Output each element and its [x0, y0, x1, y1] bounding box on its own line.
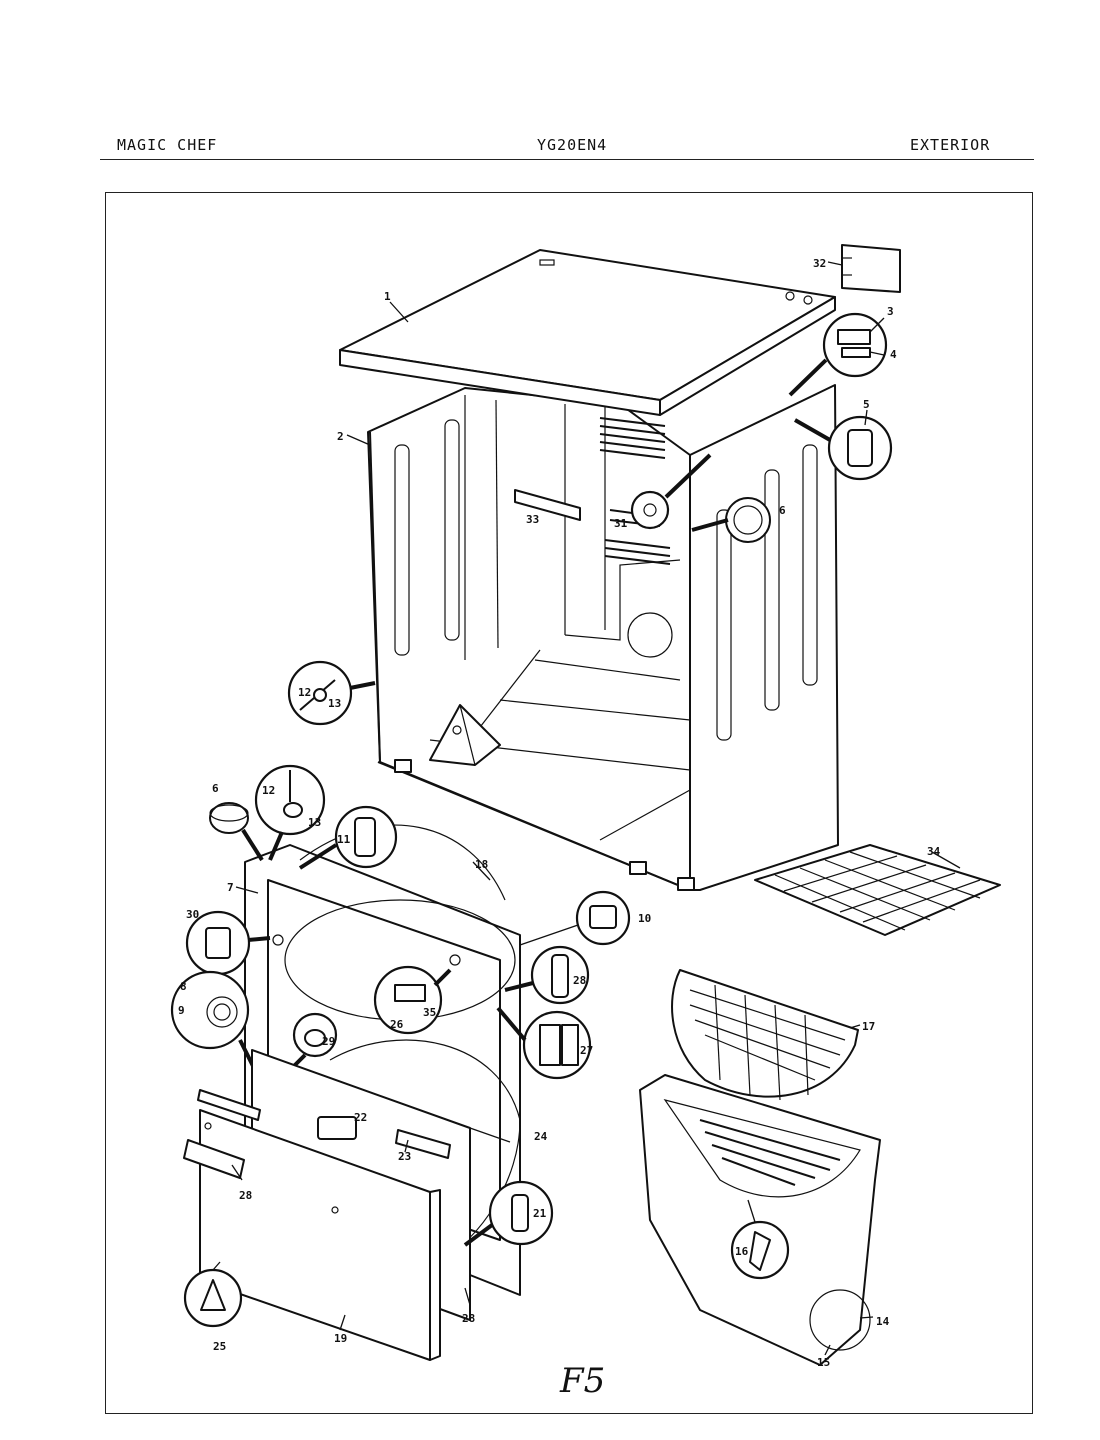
door-assembly — [183, 1039, 521, 1361]
label-12b: 12 — [262, 784, 275, 797]
label-24: 24 — [534, 1130, 548, 1143]
label-19: 19 — [334, 1332, 347, 1345]
label-13: 13 — [328, 697, 341, 710]
label-27: 27 — [580, 1044, 593, 1057]
label-10: 10 — [638, 912, 651, 925]
label-31: 31 — [614, 517, 628, 530]
callout-16 — [730, 1199, 790, 1280]
callout-12-13-front — [254, 764, 326, 861]
label-23: 23 — [398, 1150, 411, 1163]
label-28b: 28 — [239, 1189, 252, 1202]
label-8: 8 — [180, 980, 187, 993]
callout-11 — [298, 805, 398, 870]
label-34: 34 — [927, 845, 941, 858]
callout-12-13-side — [287, 660, 376, 726]
part-labels: 1 2 3 4 5 6 6 7 8 9 10 11 12 12 13 13 14… — [178, 257, 941, 1369]
callout-27 — [496, 1006, 592, 1080]
brand-name: MAGIC CHEF — [117, 136, 218, 154]
figure-note: F5 — [559, 1361, 605, 1401]
label-28c: 28 — [462, 1312, 475, 1325]
lint-filter — [671, 969, 859, 1101]
label-12: 12 — [298, 686, 311, 699]
label-4: 4 — [890, 348, 897, 361]
label-13b: 13 — [308, 816, 321, 829]
label-28: 28 — [573, 974, 586, 987]
callout-21 — [463, 1180, 554, 1247]
label-15: 15 — [817, 1356, 830, 1369]
callout-30 — [185, 910, 271, 976]
diagram-frame — [105, 192, 1033, 1414]
leader-lines — [231, 261, 961, 1356]
label-3: 3 — [887, 305, 894, 318]
label-6b: 6 — [212, 782, 219, 795]
label-22: 22 — [354, 1111, 367, 1124]
label-7: 7 — [227, 881, 234, 894]
label-30: 30 — [186, 908, 199, 921]
label-17: 17 — [862, 1020, 875, 1033]
label-29: 29 — [322, 1035, 335, 1048]
label-25: 25 — [213, 1340, 226, 1353]
cabinet — [367, 384, 839, 891]
callout-3-4 — [788, 312, 888, 397]
label-32: 32 — [813, 257, 826, 270]
base-housing — [639, 1074, 881, 1366]
label-1: 1 — [384, 290, 391, 303]
knob-6 — [209, 802, 264, 862]
label-11: 11 — [337, 833, 351, 846]
callout-25 — [183, 1261, 243, 1328]
callout-5 — [794, 415, 893, 481]
label-18: 18 — [475, 858, 488, 871]
callout-31 — [630, 453, 712, 530]
blower-6 — [691, 497, 771, 543]
label-5: 5 — [863, 398, 870, 411]
top-panel — [339, 249, 836, 416]
drying-rack — [754, 844, 1001, 936]
model-number: YG20EN4 — [537, 136, 608, 154]
label-14: 14 — [876, 1315, 890, 1328]
bracket-32 — [841, 244, 901, 293]
label-33: 33 — [526, 513, 539, 526]
label-26: 26 — [390, 1018, 404, 1031]
label-21: 21 — [533, 1207, 547, 1220]
callout-35 — [373, 965, 452, 1035]
section-title: EXTERIOR — [910, 136, 991, 154]
callout-10 — [519, 890, 631, 946]
header-rule — [100, 159, 1034, 160]
label-9: 9 — [178, 1004, 185, 1017]
label-35: 35 — [423, 1006, 436, 1019]
label-2: 2 — [337, 430, 344, 443]
label-6: 6 — [779, 504, 786, 517]
callout-28-right — [504, 945, 590, 1005]
label-16: 16 — [735, 1245, 749, 1258]
